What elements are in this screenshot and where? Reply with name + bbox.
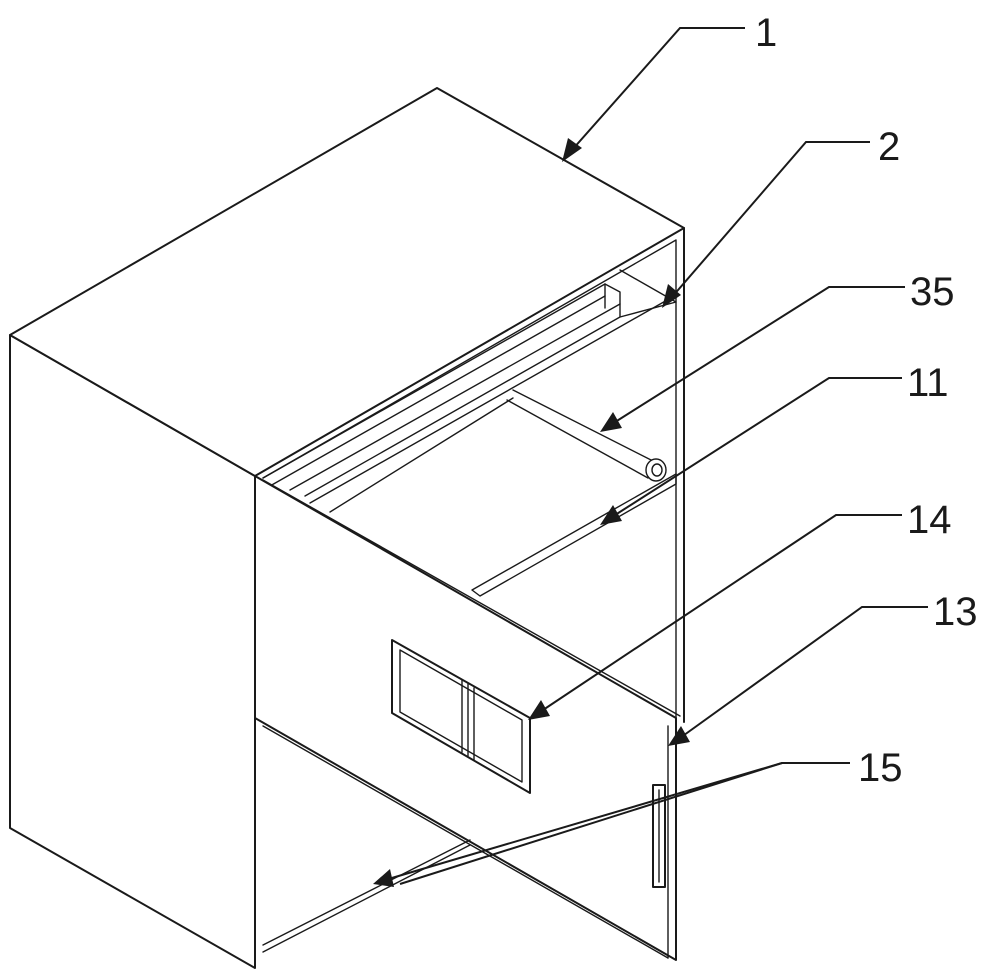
callout-35: 35 — [600, 270, 955, 432]
callout-15-arrowhead — [373, 869, 394, 887]
inner-slide-rail — [472, 474, 676, 596]
callout-35-arrowhead — [600, 412, 622, 432]
callout-2-label: 2 — [878, 125, 900, 169]
roller-shaft — [507, 390, 666, 481]
callout-13: 13 — [668, 590, 978, 746]
callout-1-label: 1 — [755, 11, 777, 55]
callout-1-leader — [572, 28, 745, 150]
roller-top-line — [513, 390, 655, 462]
lower-compartment — [263, 840, 470, 952]
callout-15-label: 15 — [858, 746, 903, 790]
lower-floor-edge-2 — [263, 845, 470, 952]
callout-13-label: 13 — [933, 590, 978, 634]
callout-1: 1 — [562, 11, 777, 162]
callout-11-label: 11 — [907, 361, 949, 405]
callout-2: 2 — [662, 125, 900, 308]
callout-2-leader — [672, 142, 870, 297]
callout-35-label: 35 — [910, 270, 955, 314]
callout-14-label: 14 — [907, 498, 952, 542]
callout-13-leader — [680, 607, 928, 738]
callout-11: 11 — [600, 361, 949, 525]
lower-floor-edge — [263, 840, 470, 945]
roller-bottom-line — [507, 400, 648, 478]
roller-end-cap — [646, 459, 666, 481]
